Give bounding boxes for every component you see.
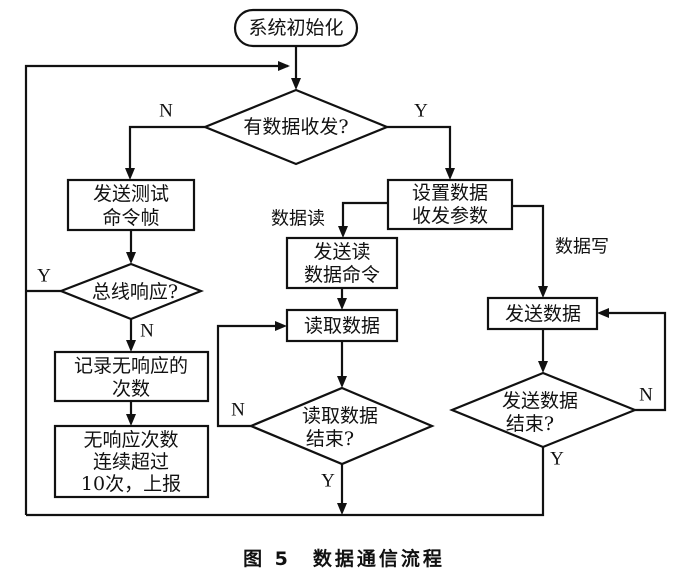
node-start: 系统初始化 (233, 8, 359, 48)
arrow-head (278, 61, 290, 71)
edge-read-done-n (216, 324, 279, 428)
figure-title: 数据通信流程 (312, 548, 445, 570)
node-record-noresp: 记录无响应的 次数 (53, 350, 210, 403)
node-read-done-line2: 结束? (306, 428, 354, 450)
arrow-head (126, 414, 136, 426)
figure-caption: 图 5 数据通信流程 (0, 544, 688, 571)
node-report-line2: 连续超过 (93, 451, 169, 473)
label-has-data-y: Y (414, 101, 428, 122)
edge-data-read (341, 201, 388, 230)
node-bus-resp-label: 总线响应? (92, 281, 178, 303)
connectors (24, 46, 667, 517)
arrow-head (338, 226, 348, 238)
arrow-head (337, 376, 347, 388)
node-report-line3: 10次，上报 (81, 473, 181, 495)
node-bus-resp: 总线响应? (57, 262, 205, 321)
arrow-head (126, 340, 136, 352)
node-send-test-line1: 发送测试 (93, 183, 169, 205)
arrow-head (126, 252, 136, 264)
node-send-done-line1: 发送数据 (502, 390, 578, 412)
node-set-params-line2: 收发参数 (412, 205, 488, 227)
arrow-head (291, 78, 301, 90)
node-send-data: 发送数据 (486, 296, 599, 331)
label-bus-resp-y: Y (37, 266, 51, 287)
node-read-done: 读取数据 结束? (248, 386, 435, 466)
arrow-head (337, 503, 347, 515)
label-send-done-n: N (639, 385, 653, 406)
edge-has-data-y (387, 125, 452, 172)
node-send-done: 发送数据 结束? (449, 371, 638, 449)
node-read-data: 读取数据 (285, 308, 399, 343)
node-send-test: 发送测试 命令帧 (66, 178, 196, 232)
arrow-head (275, 321, 287, 331)
label-read-done-n: N (231, 400, 245, 421)
node-send-test-line2: 命令帧 (102, 207, 159, 229)
arrow-head (337, 298, 347, 310)
node-send-data-label: 发送数据 (505, 303, 581, 325)
node-set-params: 设置数据 收发参数 (386, 178, 514, 231)
figure-number: 图 5 (243, 548, 291, 570)
label-data-read: 数据读 (271, 209, 325, 230)
edge-has-data-n (128, 125, 205, 172)
node-report-line1: 无响应次数 (83, 429, 178, 451)
arrow-head (538, 286, 548, 298)
node-start-label: 系统初始化 (248, 17, 343, 39)
node-record-line1: 记录无响应的 (74, 355, 188, 377)
label-send-done-y: Y (550, 449, 564, 470)
label-data-write: 数据写 (555, 237, 609, 258)
label-read-done-y: Y (321, 471, 335, 492)
edge-loop-bottom (26, 447, 545, 517)
node-read-data-label: 读取数据 (304, 315, 380, 337)
label-bus-resp-n: N (140, 321, 154, 342)
arrow-head (125, 168, 135, 180)
node-report: 无响应次数 连续超过 10次，上报 (53, 424, 210, 499)
edge-data-write (512, 204, 545, 290)
node-send-done-line2: 结束? (506, 413, 554, 435)
node-has-data: 有数据收发? (202, 88, 390, 166)
edge-send-done-n (605, 311, 667, 412)
node-send-read-cmd: 发送读 数据命令 (285, 236, 399, 290)
arrow-head (445, 168, 455, 180)
node-set-params-line1: 设置数据 (412, 182, 488, 204)
label-has-data-n: N (159, 101, 173, 122)
node-has-data-label: 有数据收发? (243, 116, 348, 138)
edge-loop-top (24, 64, 288, 515)
arrow-head (538, 361, 548, 373)
edge-labels: N Y Y N 数据读 数据写 N Y N Y (37, 101, 653, 492)
node-read-done-line1: 读取数据 (302, 405, 378, 427)
arrow-head (597, 308, 609, 318)
node-record-line2: 次数 (112, 378, 150, 400)
node-send-read-cmd-line1: 发送读 (313, 241, 370, 263)
node-send-read-cmd-line2: 数据命令 (304, 264, 380, 286)
